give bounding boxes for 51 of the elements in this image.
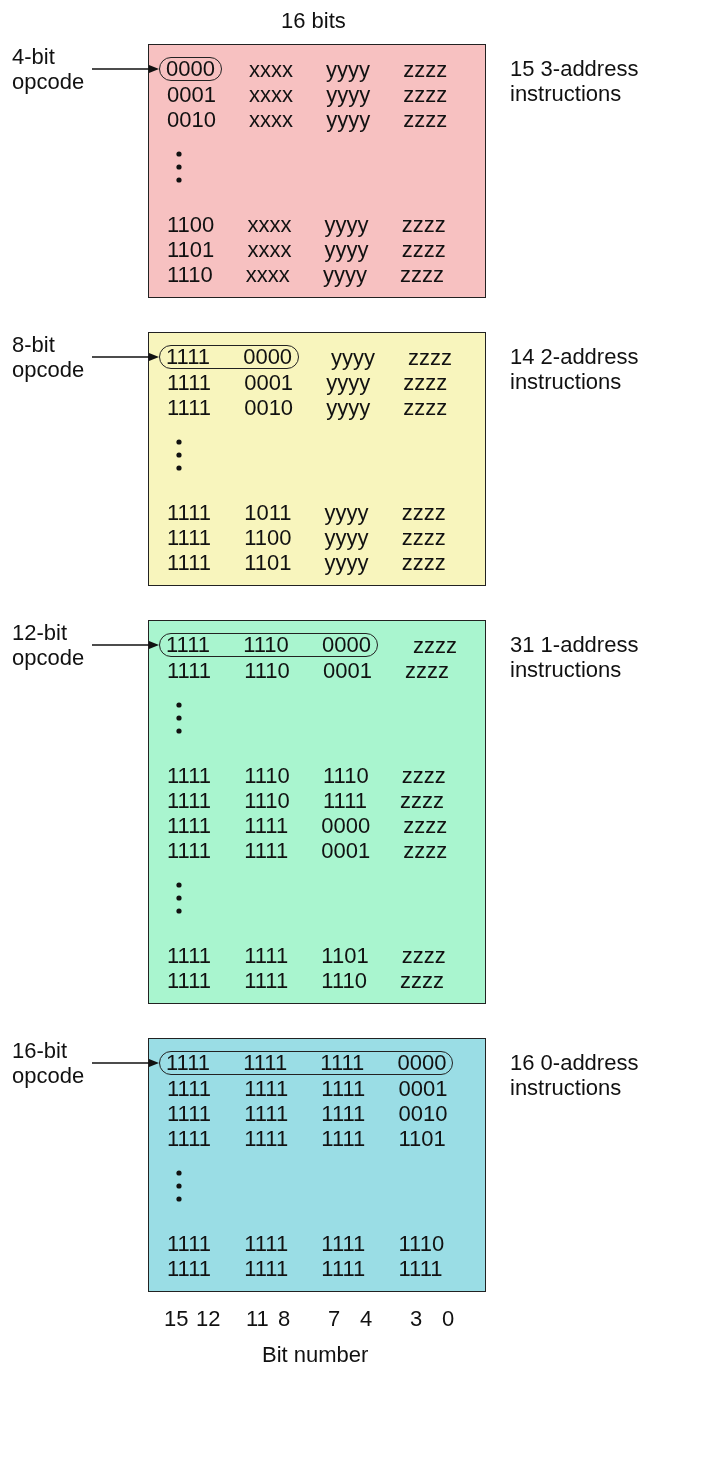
bit-number: 15 bbox=[164, 1306, 189, 1331]
instruction-format-panel bbox=[148, 620, 486, 1004]
bit-pattern-row: 1111 1100 yyyy zzzz bbox=[167, 525, 446, 550]
arrow bbox=[91, 65, 159, 73]
bit-number: 7 bbox=[328, 1306, 341, 1331]
bit-pattern-row: xxxx yyyy zzzz bbox=[249, 57, 448, 82]
bit-pattern-row: 1111 1101 yyyy zzzz bbox=[167, 550, 446, 575]
bit-pattern-row: 1110 xxxx yyyy zzzz bbox=[167, 262, 444, 287]
bit-pattern-row: 1111 1110 1110 zzzz bbox=[167, 763, 446, 788]
instruction-format-panel bbox=[148, 332, 486, 586]
bit-pattern-row: 1111 1111 1111 1101 bbox=[167, 1126, 446, 1151]
bit-number: 0 bbox=[442, 1306, 455, 1331]
bit-pattern-row: 1111 1111 1101 zzzz bbox=[167, 943, 446, 968]
bit-pattern-row: 0010 xxxx yyyy zzzz bbox=[167, 107, 448, 132]
axis-title: Bit number bbox=[262, 1342, 369, 1367]
bit-pattern-row: 1111 0001 yyyy zzzz bbox=[167, 370, 448, 395]
arrow bbox=[91, 641, 159, 649]
instruction-count-label: 15 3-address instructions bbox=[510, 56, 640, 106]
instruction-count-label: 14 2-address instructions bbox=[510, 344, 640, 394]
bit-pattern-row: yyyy zzzz bbox=[331, 345, 453, 370]
bit-pattern-row: 0001 xxxx yyyy zzzz bbox=[167, 82, 448, 107]
instruction-format-panel bbox=[148, 1038, 486, 1292]
bit-pattern-row: 1111 1111 1110 zzzz bbox=[167, 968, 445, 993]
bit-pattern-row: 1101 xxxx yyyy zzzz bbox=[167, 237, 446, 262]
bit-pattern-row: 1111 0010 yyyy zzzz bbox=[167, 395, 448, 420]
bit-number: 12 bbox=[196, 1306, 221, 1331]
bit-pattern-row: 1111 1111 0000 zzzz bbox=[167, 813, 448, 838]
bit-pattern-row: 1111 1111 0001 zzzz bbox=[167, 838, 448, 863]
width-label: 16 bits bbox=[281, 8, 346, 33]
bit-pattern-row: 1100 xxxx yyyy zzzz bbox=[167, 212, 446, 237]
arrow bbox=[91, 1059, 159, 1067]
bit-pattern-row: 1111 1110 1111 zzzz bbox=[167, 788, 445, 813]
arrow bbox=[91, 353, 159, 361]
bit-pattern-row: 1111 1111 1111 1110 bbox=[167, 1231, 445, 1256]
opcode-label: 16-bit opcode bbox=[12, 1038, 90, 1088]
instruction-format-panel bbox=[148, 44, 486, 298]
opcode-label: 8-bit opcode bbox=[12, 332, 90, 382]
instruction-count-label: 31 1-address instructions bbox=[510, 632, 640, 682]
bit-pattern-row: 1111 1011 yyyy zzzz bbox=[167, 500, 446, 525]
bit-pattern-row: 1111 1111 1111 0001 bbox=[167, 1076, 448, 1101]
bit-pattern-row: zzzz bbox=[413, 633, 457, 658]
bit-number: 11 bbox=[246, 1306, 269, 1331]
bit-number: 4 bbox=[360, 1306, 373, 1331]
bit-pattern-row: 1111 1111 1111 1111 bbox=[167, 1256, 443, 1281]
opcode-label: 12-bit opcode bbox=[12, 620, 90, 670]
bit-pattern-row: 1111 1111 1111 0010 bbox=[167, 1101, 448, 1126]
opcode-label: 4-bit opcode bbox=[12, 44, 90, 94]
instruction-count-label: 16 0-address instructions bbox=[510, 1050, 640, 1100]
bit-number: 8 bbox=[278, 1306, 291, 1331]
bit-number: 3 bbox=[410, 1306, 423, 1331]
bit-pattern-row: 1111 1110 0001 zzzz bbox=[167, 658, 449, 683]
